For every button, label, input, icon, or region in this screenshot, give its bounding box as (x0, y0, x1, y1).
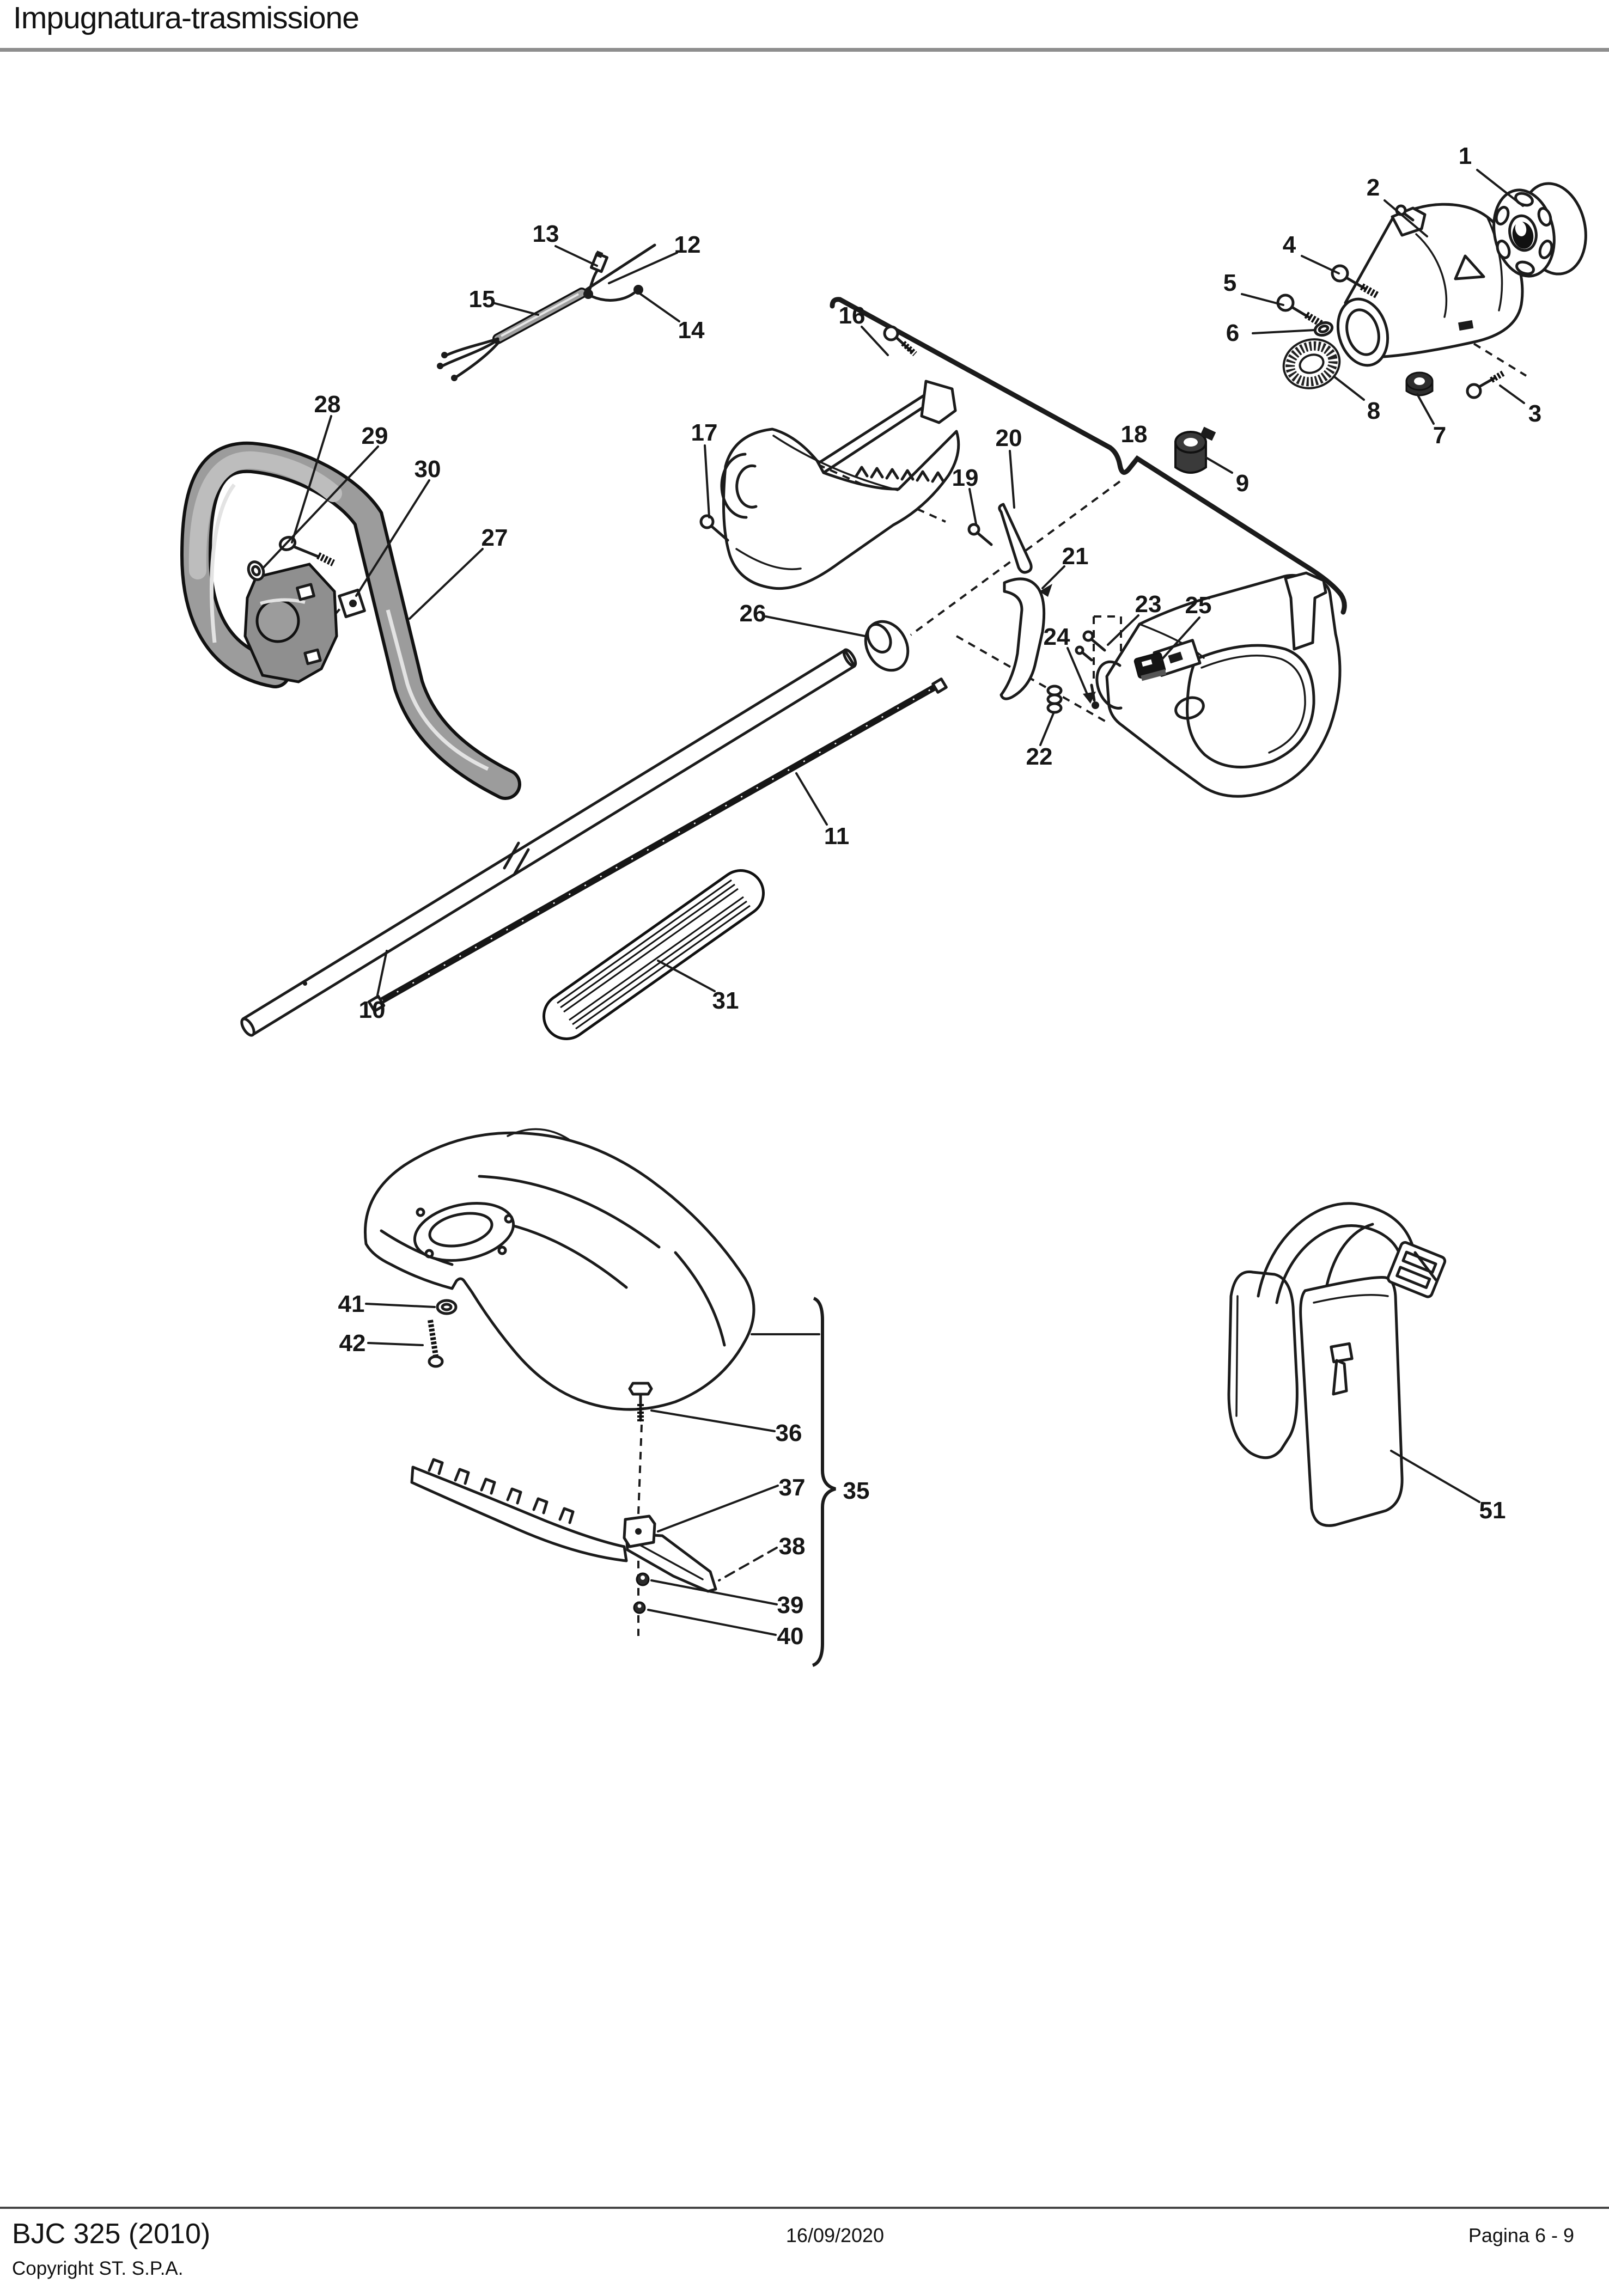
footer-model: BJC 325 (2010) (12, 2218, 211, 2250)
throttle-housing-lower (999, 571, 1342, 798)
footer-page-number: Pagina 6 - 9 (1468, 2224, 1574, 2246)
throttle-housing-upper (699, 325, 1033, 590)
shoulder-harness (1227, 1202, 1447, 1527)
footer-rule (0, 2207, 1609, 2209)
loop-handle (180, 441, 521, 800)
footer-date: 16/09/2020 (785, 2224, 885, 2246)
footer-copyright: Copyright ST. S.P.A. (12, 2258, 184, 2279)
inner-drive-cable (367, 677, 948, 1013)
shaft-collar (864, 620, 910, 672)
drive-shaft-tube (240, 648, 857, 1037)
throttle-cable-wiring (437, 243, 656, 381)
page-title: Impugnatura-trasmissione (13, 1, 359, 35)
callout-leader-lines (261, 169, 1525, 1636)
header-rule (0, 48, 1609, 52)
deflector-guard-group (363, 1128, 836, 1667)
gear-head (1174, 182, 1587, 474)
group-brace (812, 1297, 836, 1667)
shaft-grip (543, 869, 765, 1040)
rear-boom-tube (830, 297, 1347, 615)
